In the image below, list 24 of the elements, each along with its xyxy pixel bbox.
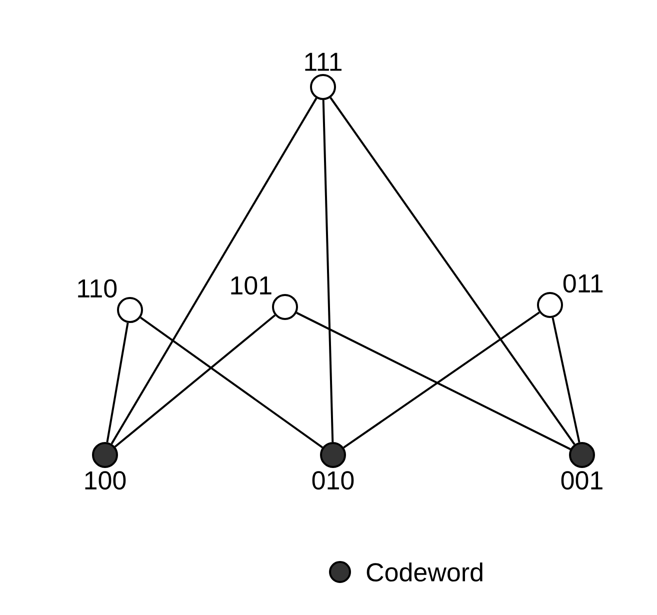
edge [110, 98, 318, 444]
vertex: 101 [231, 276, 298, 320]
vertex: 110 [78, 279, 143, 323]
edge [106, 322, 129, 442]
edge [140, 316, 323, 448]
edge [322, 100, 334, 442]
edge [330, 97, 576, 445]
node-label: 111 [305, 52, 342, 71]
node-label: 100 [85, 471, 126, 490]
edge [343, 312, 540, 448]
codeword-vertex: 100 [85, 442, 126, 490]
codeword-vertex: 010 [312, 442, 354, 490]
node-label: 011 [563, 274, 603, 293]
vertex: 111 [305, 52, 342, 100]
edge [114, 314, 276, 448]
edge [552, 318, 580, 442]
node-label: 010 [312, 471, 354, 490]
legend-text: Codeword [366, 562, 482, 582]
codeword-vertex: 001 [561, 442, 602, 490]
node-label: 110 [78, 279, 117, 298]
node-label: 001 [561, 471, 602, 490]
node-label: 101 [231, 276, 272, 295]
edge [296, 312, 571, 450]
vertex: 011 [537, 274, 603, 318]
